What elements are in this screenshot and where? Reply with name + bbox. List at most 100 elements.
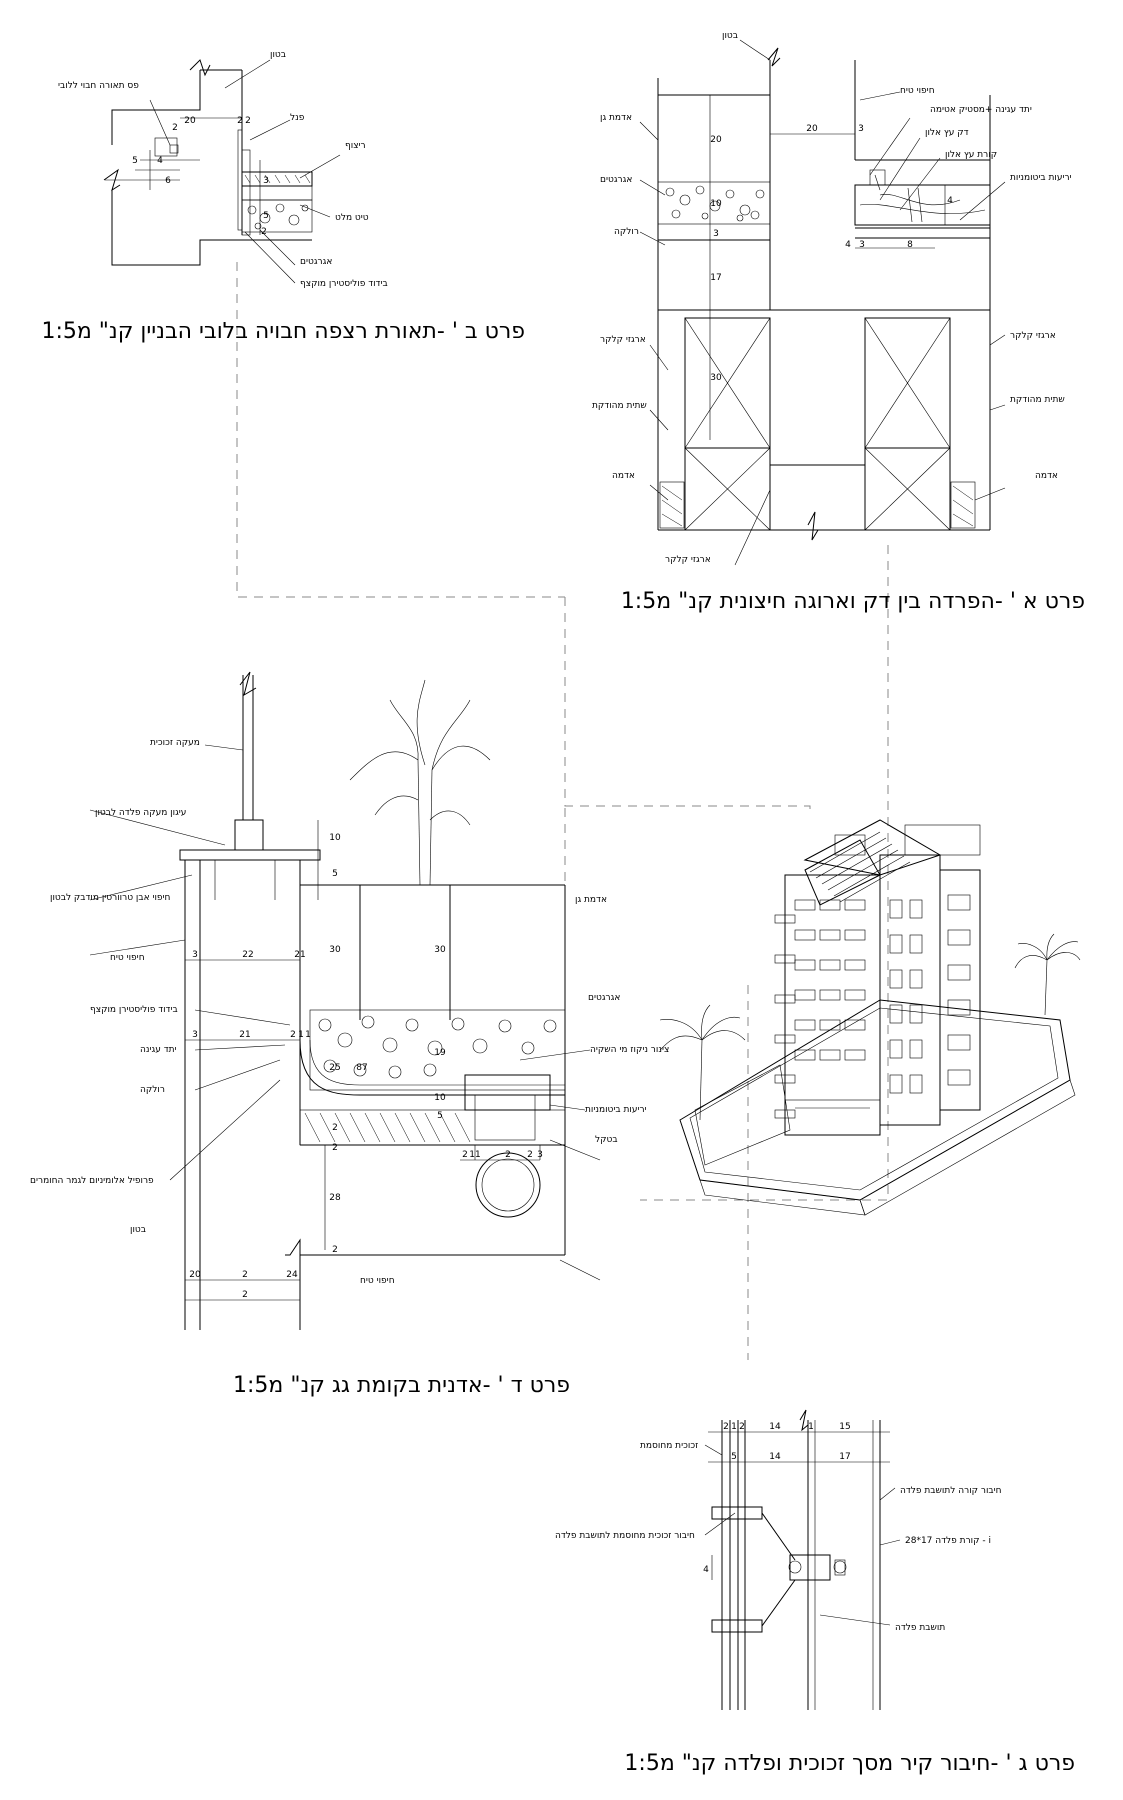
detail-a-dim: 20 xyxy=(710,135,722,145)
detail-d-dim: 21 xyxy=(294,950,305,960)
detail-d-dim: 25 xyxy=(329,1063,340,1073)
detail-a-label: חיפוי טיח xyxy=(900,86,935,96)
detail-g-label: קורת פלדה 17*28 - i xyxy=(905,1536,991,1546)
detail-a-dim: 10 xyxy=(710,199,722,209)
detail-g-label: תושבת פלדה xyxy=(895,1623,945,1633)
detail-d-label: חיפוי טיח xyxy=(360,1276,395,1286)
detail-b-dim: 20 xyxy=(184,116,196,126)
detail-g-label: חיבור קורה לתושבת פלדה xyxy=(900,1486,1002,1496)
detail-b-label: ריצוף xyxy=(345,141,366,151)
detail-a-drawing xyxy=(639,39,1006,566)
detail-d-label: יתד עגינה xyxy=(140,1045,177,1055)
detail-d-label: אגרגטים xyxy=(588,993,620,1003)
detail-b-drawing xyxy=(103,59,341,284)
detail-a-dim: 30 xyxy=(710,373,722,383)
detail-a-label: אדמה xyxy=(612,471,635,481)
detail-a-dim: 4 xyxy=(947,196,953,206)
detail-b-label: אגרגטים xyxy=(300,257,332,267)
detail-d-label: בטקל xyxy=(595,1135,618,1145)
detail-b-label: בידוד פוליסטירן מוקצף xyxy=(300,279,388,289)
detail-g-dim: 1 xyxy=(731,1422,737,1432)
detail-b-label: פס תאורה חבוי ללובי xyxy=(58,81,139,91)
detail-d-dim: 87 xyxy=(356,1063,367,1073)
detail-a-label: אגרגטים xyxy=(600,175,632,185)
detail-a-label: ארגזי קלקר xyxy=(1010,331,1056,341)
detail-d-dim: 11 xyxy=(469,1150,480,1160)
detail-a-label: יריעות ביטומניות xyxy=(1010,173,1072,183)
detail-d-dim: 19 xyxy=(434,1048,446,1058)
detail-a-dim: 3 xyxy=(858,124,864,134)
detail-d-dim: 28 xyxy=(329,1193,341,1203)
detail-b-dim: 3 xyxy=(263,176,269,186)
detail-d-label: רולקה xyxy=(140,1085,165,1095)
detail-b-dim: 4 xyxy=(157,156,163,166)
detail-d-dim: 30 xyxy=(329,945,341,955)
detail-b-label: טיט מלט xyxy=(335,213,369,223)
detail-d-dim: 5 xyxy=(332,869,338,879)
detail-d-drawing xyxy=(89,671,601,1330)
detail-d-dim: 24 xyxy=(286,1270,298,1280)
detail-b-dim: 2 xyxy=(237,116,243,126)
detail-g-dim: 2 xyxy=(723,1422,729,1432)
detail-d-label: חיפוי אבן טרוורטין מודבק לבטון xyxy=(50,893,171,903)
detail-a-dim: 3 xyxy=(713,229,719,239)
detail-d-label: עיגון מעקה פלדה לבטון xyxy=(95,808,186,818)
detail-d-dim: 2 xyxy=(332,1143,338,1153)
detail-d-dim: 21 xyxy=(239,1030,250,1040)
detail-b-dim: 5 xyxy=(263,211,269,221)
detail-g-dim: 17 xyxy=(839,1452,850,1462)
detail-d-dim: 2 xyxy=(332,1123,338,1133)
detail-b-label: פנל xyxy=(290,113,305,123)
detail-a-label: קורת עץ אלון xyxy=(945,150,997,160)
detail-d-label: מעקה זכוכית xyxy=(150,738,200,748)
detail-d-dim: 2 xyxy=(527,1150,533,1160)
detail-g-dim: 15 xyxy=(839,1422,850,1432)
detail-d-label: אדמת גן xyxy=(575,895,607,905)
building-axonometric xyxy=(659,819,1081,1216)
detail-b-dim: 2 xyxy=(245,116,251,126)
detail-d-dim: 30 xyxy=(434,945,446,955)
detail-d-dim: 2 xyxy=(242,1290,248,1300)
detail-a-label: רולקה xyxy=(614,227,639,237)
detail-d-label: בטון xyxy=(130,1225,146,1235)
detail-a-dim: 20 xyxy=(806,124,818,134)
detail-g-title: פרט ג ' -חיבור קיר מסך זכוכית ופלדה קנ" … xyxy=(624,1751,1075,1776)
detail-d-dim: 2 xyxy=(242,1270,248,1280)
detail-a-dim: 3 xyxy=(859,240,865,250)
detail-a-dim: 17 xyxy=(710,273,721,283)
detail-d-dim: 2 xyxy=(505,1150,511,1160)
detail-d-dim: 3 xyxy=(192,1030,198,1040)
detail-a-label: ארגזי קלקר xyxy=(665,555,711,565)
detail-g-dim: 1 xyxy=(808,1422,814,1432)
detail-d-dim: 20 xyxy=(189,1270,201,1280)
detail-b-label: בטון xyxy=(270,50,286,60)
detail-b-dim: 2 xyxy=(261,227,267,237)
detail-a-label: אדמת גן xyxy=(600,113,632,123)
detail-d-label: פרופיל אלומיניום לגמר החומרים xyxy=(30,1176,154,1186)
detail-a-dim: 8 xyxy=(907,240,913,250)
detail-a-label: אדמה xyxy=(1035,471,1058,481)
detail-b-dim: 2 xyxy=(172,123,178,133)
detail-a-dim: 4 xyxy=(845,240,851,250)
detail-d-dim: 1 xyxy=(298,1030,304,1040)
detail-g-label: חיבור זכוכית מחוסמת לתושבת פלדה xyxy=(555,1531,695,1541)
detail-d-dim: 3 xyxy=(537,1150,543,1160)
detail-b-dim: 6 xyxy=(165,176,171,186)
detail-d-dim: 10 xyxy=(434,1093,446,1103)
detail-d-dim: 10 xyxy=(329,833,341,843)
detail-g-dim: 14 xyxy=(769,1452,781,1462)
detail-d-label: יריעות ביטומניות xyxy=(585,1105,647,1115)
detail-d-dim: 5 xyxy=(437,1111,443,1121)
detail-d-dim: 2 xyxy=(462,1150,468,1160)
detail-g-label: זכוכית מחוסמת xyxy=(640,1441,698,1451)
detail-b-title: פרט ב ' -תאורת רצפה חבויה בלובי הבניין ק… xyxy=(41,319,525,344)
detail-b-dim: 5 xyxy=(132,156,138,166)
detail-d-label: בידוד פוליסטירן מוקצף xyxy=(90,1005,178,1015)
detail-a-label: ארגזי קלקר xyxy=(600,335,646,345)
detail-d-label: חיפוי טיח xyxy=(110,953,145,963)
detail-d-dim: 2 xyxy=(290,1030,296,1040)
detail-d-dim: 1 xyxy=(305,1030,311,1040)
detail-g-dim: 4 xyxy=(703,1565,709,1575)
detail-d-dim: 2 xyxy=(332,1245,338,1255)
